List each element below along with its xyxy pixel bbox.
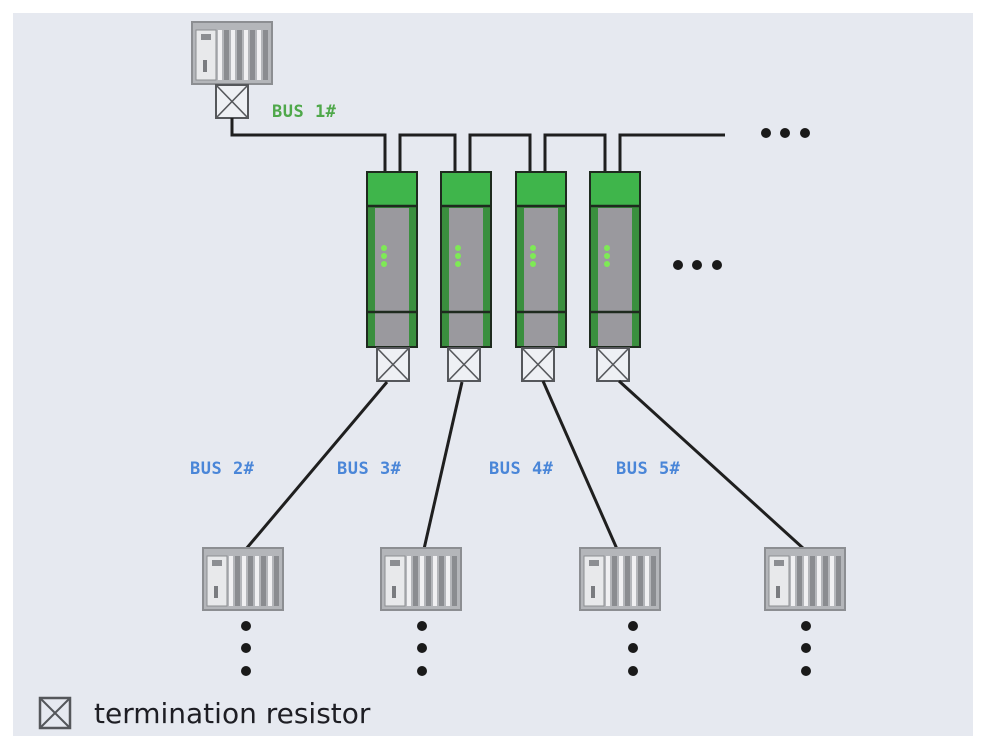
slave-plc-icon [764,547,846,611]
bus-5-line [617,379,806,551]
bus-1-daisy-chain [230,118,725,172]
bus-1-line [230,118,387,172]
legend-label: termination resistor [94,696,371,730]
slave-plc-icon [579,547,661,611]
gateway-module-2 [439,170,493,349]
bus-4-label: BUS 4# [489,459,554,479]
bus-3-continuation-dots [417,621,427,676]
bus-2-line [244,381,389,550]
bus-3-label: BUS 3# [337,459,402,479]
termination-resistor-icon [447,347,481,382]
gateway-module-4 [588,170,642,349]
termination-resistor-icon [215,84,249,119]
gateway-module-3 [514,170,568,349]
termination-resistor-icon [596,347,630,382]
slave-plc-icon [202,547,284,611]
bus-5-continuation-dots [801,621,811,676]
termination-resistor-icon [521,347,555,382]
slave-plc-icon [380,547,462,611]
bus-5-label: BUS 5# [616,459,681,479]
legend: termination resistor [38,693,370,733]
bus-1-label: BUS 1# [272,102,337,122]
gateway-module-1 [365,170,419,349]
termination-resistor-icon [38,696,72,730]
bus-2-continuation-dots [241,621,251,676]
master-plc-icon [191,21,273,85]
bus-2-label: BUS 2# [190,459,255,479]
termination-resistor-icon [376,347,410,382]
bus-4-continuation-dots [628,621,638,676]
bus-1-continuation-dots [761,128,810,138]
gateway-continuation-dots [673,260,722,270]
bus-4-line [541,380,619,550]
bus-3-line [422,381,464,550]
